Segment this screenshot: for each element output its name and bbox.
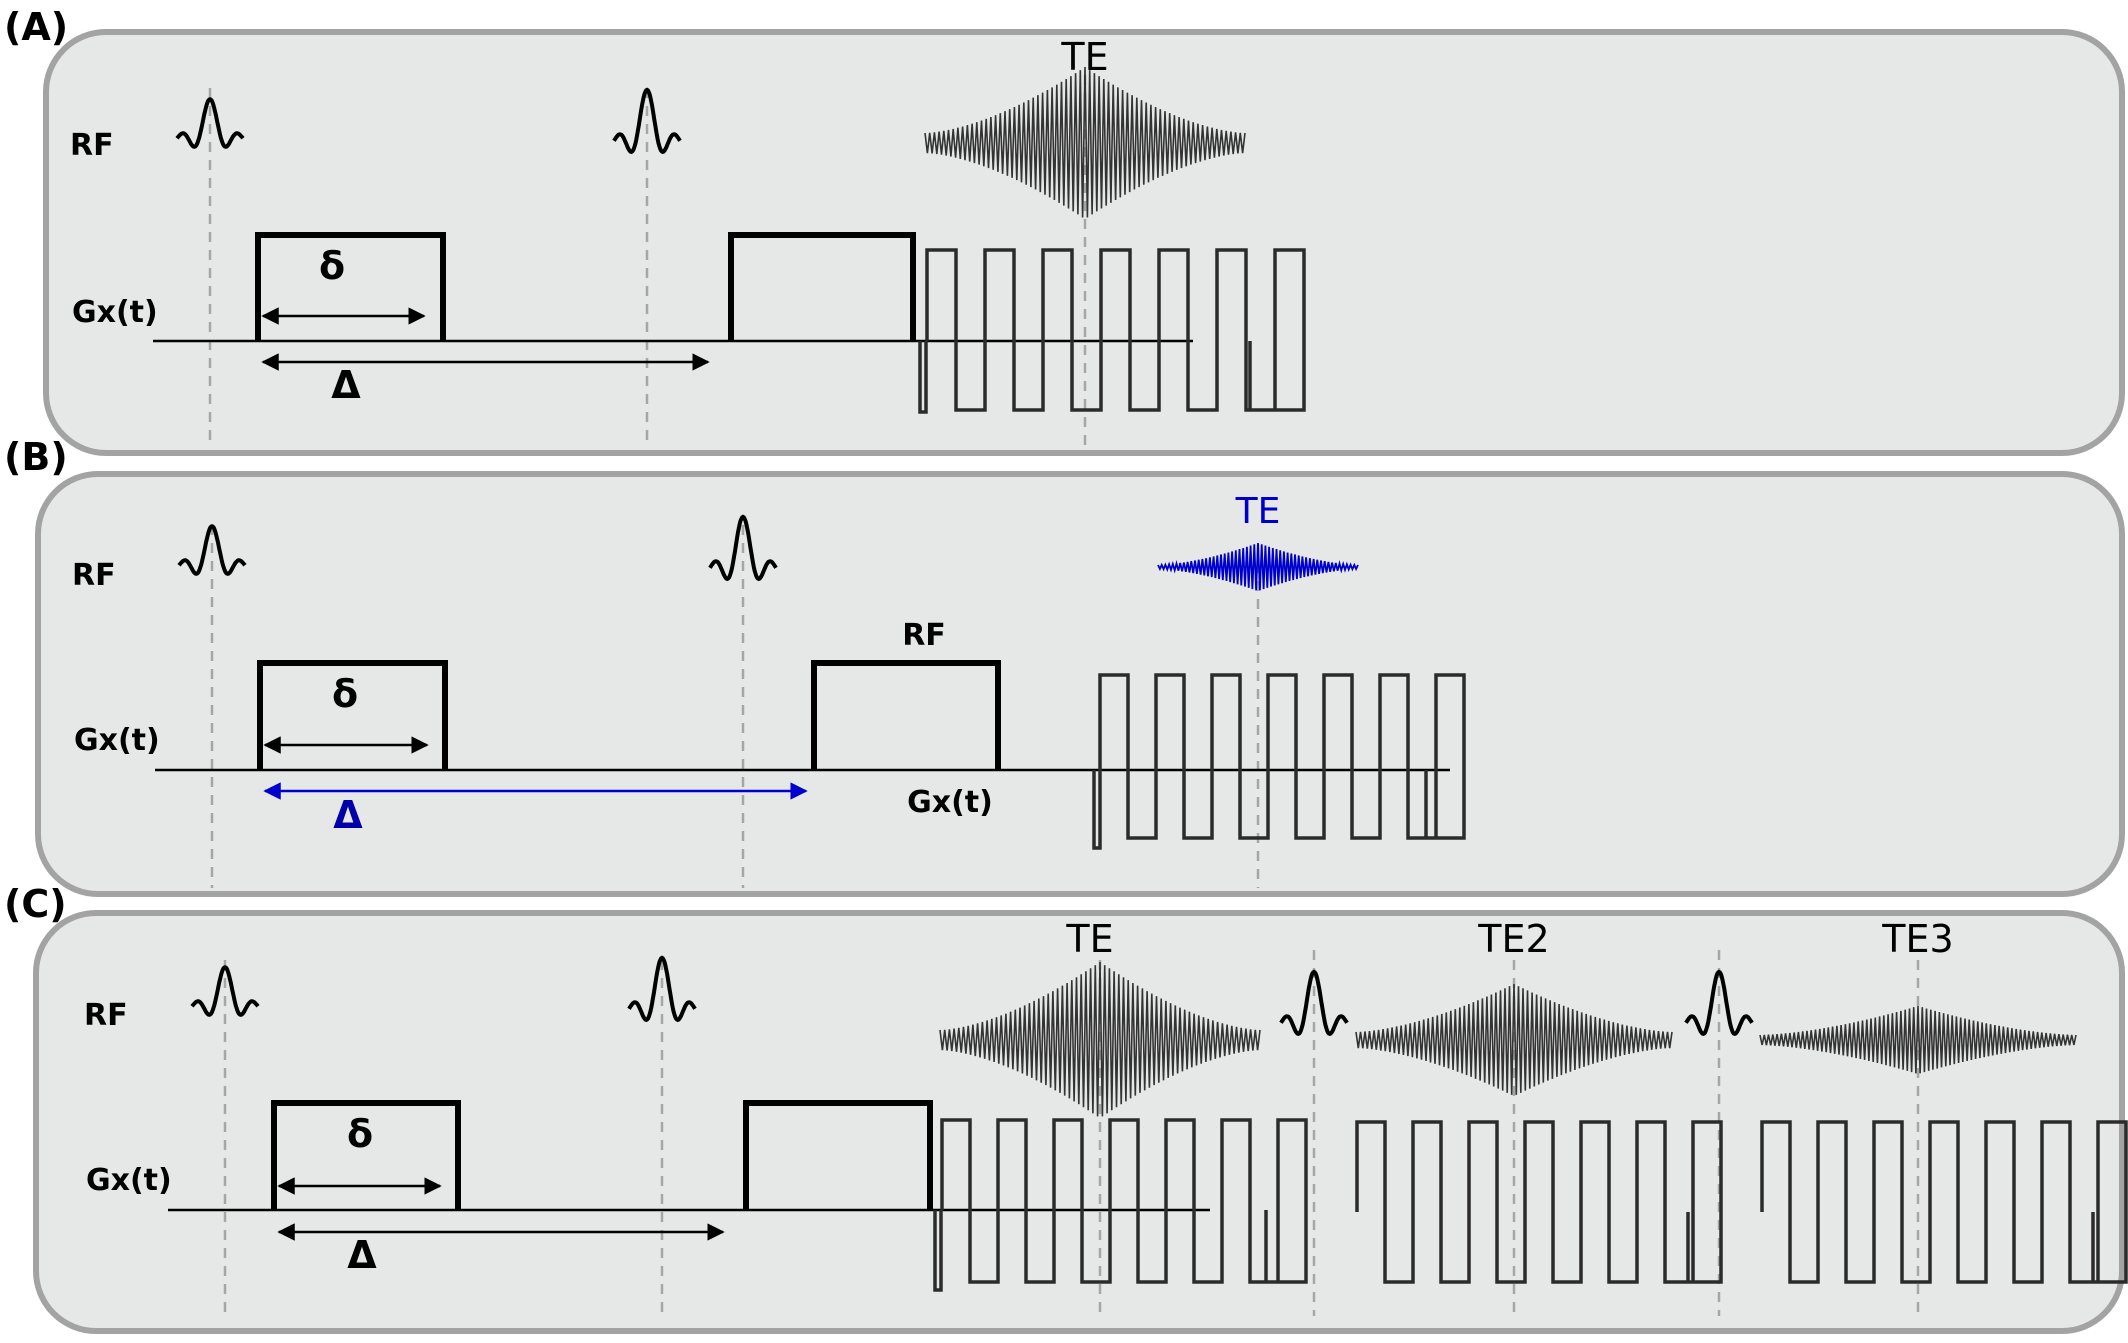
echo-signal (1759, 1005, 2077, 1074)
readout-square-wave (1098, 673, 1466, 840)
rf-pulse-180 (612, 87, 682, 155)
rf-label: RF (72, 558, 116, 593)
diffusion-gradient-1 (271, 1100, 461, 1210)
small-delta-symbol: δ (332, 672, 358, 716)
echo-signal (1157, 542, 1359, 591)
gx-label: Gx(t) (72, 295, 158, 330)
small-delta-symbol: δ (347, 1112, 373, 1156)
small-delta-symbol: δ (319, 244, 345, 288)
panel-a: (A) RF Gx(t) δ Δ TE (4, 5, 2125, 456)
big-delta-symbol: Δ (331, 363, 361, 407)
rf-pulse-shape (612, 87, 682, 155)
gx-label: Gx(t) (74, 723, 160, 758)
rf-label: RF (70, 128, 114, 163)
readout-square-wave (925, 248, 1306, 412)
readout-gradient (1092, 673, 1466, 850)
prephaser-lobe (1092, 770, 1102, 850)
prephaser-lobe (918, 341, 928, 414)
rf-pulse-shape (177, 524, 247, 576)
gradient-gx-label: Gx(t) (907, 785, 993, 820)
echo-time-label: TE (1060, 35, 1108, 79)
readout-gradient (933, 1118, 1308, 1292)
rf-pulse-90 (175, 97, 245, 149)
big-delta-symbol: Δ (333, 793, 363, 837)
panel-c: (C) RF Gx(t) δ Δ TE TE2 TE3 (4, 882, 2128, 1334)
rf-pulse-shape (627, 955, 697, 1023)
rf-pulse-180 (1279, 969, 1349, 1037)
readout-square-wave (1355, 1120, 1723, 1284)
prephaser-lobe (933, 1210, 943, 1292)
big-delta-symbol: Δ (347, 1233, 377, 1277)
readout-square-wave (940, 1118, 1308, 1284)
rf-pulse-90 (177, 524, 247, 576)
diffusion-gradient-1 (257, 660, 448, 770)
echo-signal (939, 961, 1261, 1117)
readout-square-wave (1760, 1120, 2128, 1284)
panel-label: (C) (4, 882, 67, 926)
echo-time-label: TE3 (1881, 917, 1953, 961)
readout-gradient (918, 248, 1306, 414)
diffusion-gradient-2 (743, 1100, 933, 1210)
rf-pulse-shape (190, 965, 260, 1017)
gx-label: Gx(t) (86, 1163, 172, 1198)
rf-pulse-shape (1684, 969, 1754, 1037)
echo-signal (1355, 983, 1673, 1095)
diffusion-gradient-1 (255, 232, 446, 341)
rf-pulse-180 (1684, 969, 1754, 1037)
echo-waveform (1759, 1005, 2077, 1074)
echo-waveform (1157, 542, 1359, 591)
echo-waveform (939, 961, 1261, 1117)
rf-label: RF (84, 998, 128, 1033)
diffusion-gradient-2 (811, 660, 1001, 770)
rf-pulse-90 (190, 965, 260, 1017)
echo-time-label: TE (1065, 917, 1113, 961)
panel-label: (A) (4, 5, 68, 49)
readout-gradient (1760, 1120, 2128, 1284)
echo-time-label: TE (1235, 491, 1281, 532)
echo-waveform (1355, 983, 1673, 1095)
panel-b: (B) RF Gx(t) δ Δ RF Gx(t) TE (4, 435, 2125, 897)
readout-gradient (1355, 1120, 1723, 1284)
rf-pulse-shape (175, 97, 245, 149)
diffusion-gradient-2 (728, 232, 916, 341)
rf-pulse-180 (708, 514, 778, 582)
rf-pulse-shape (708, 514, 778, 582)
echo-waveform (924, 66, 1246, 218)
gradient-rf-label: RF (902, 618, 946, 653)
echo-signal (924, 66, 1246, 218)
echo-time-label: TE2 (1477, 917, 1549, 961)
rf-pulse-shape (1279, 969, 1349, 1037)
panel-label: (B) (4, 435, 68, 479)
rf-pulse-180 (627, 955, 697, 1023)
